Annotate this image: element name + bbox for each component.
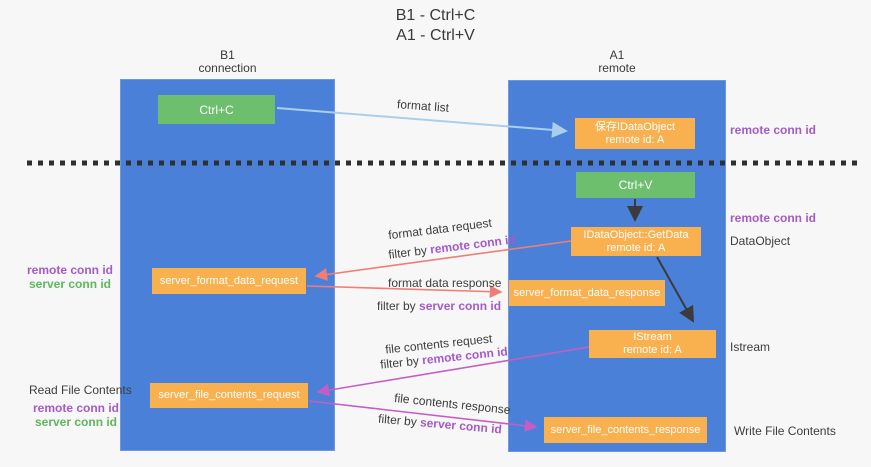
- server-file-contents-response-label: server_file_contents_response: [550, 423, 701, 436]
- ctrl-c-label: Ctrl+C: [199, 102, 234, 117]
- save-idataobject-node: 保存IDataObject remote id: A: [575, 118, 695, 149]
- format-data-response-label: format data response: [388, 276, 502, 290]
- remote-conn-id-label-bottom-left: remote conn id: [33, 401, 120, 415]
- left-bottom-conn-id-labels: remote conn id server conn id: [33, 401, 119, 429]
- filter-by-text: filter by: [379, 353, 423, 372]
- save-idataobject-line2: remote id: A: [605, 133, 665, 146]
- server-conn-id-filter-key: server conn id: [419, 299, 502, 313]
- left-column-header-line1: B1: [220, 48, 235, 62]
- title-line-1: B1 - Ctrl+C: [395, 7, 476, 24]
- diagram-title: B1 - Ctrl+C A1 - Ctrl+V: [0, 6, 871, 46]
- server-format-data-response-label: server_format_data_response: [513, 286, 661, 299]
- left-column-header: B1 connection: [120, 49, 335, 75]
- istream-line1: IStream: [633, 331, 672, 343]
- remote-conn-id-label-top-right: remote conn id: [730, 123, 817, 137]
- right-column-header-line1: A1: [609, 48, 625, 62]
- right-column-header-line2: remote: [598, 61, 636, 75]
- filter-by-text: filter by: [377, 299, 420, 313]
- title-line-2: A1 - Ctrl+V: [396, 27, 475, 44]
- filter-by-text: filter by: [387, 242, 432, 262]
- istream-side-label: Istream: [730, 340, 771, 354]
- save-idataobject-line1: 保存IDataObject: [594, 120, 676, 133]
- format-list-label: format list: [396, 97, 450, 115]
- istream-node: IStream remote id: A: [589, 330, 716, 358]
- idataobject-getdata-line1: IDataObject::GetData: [583, 228, 689, 241]
- server-file-contents-request-label: server_file_contents_request: [158, 389, 300, 401]
- left-column-header-line2: connection: [198, 61, 257, 75]
- server-conn-id-filter-key: server conn id: [419, 415, 503, 437]
- istream-line2: remote id: A: [623, 344, 682, 356]
- server-file-contents-request-node: server_file_contents_request: [150, 383, 308, 408]
- server-conn-id-label-bottom-left: server conn id: [34, 415, 118, 429]
- server-conn-id-label-mid-left: server conn id: [28, 277, 112, 291]
- file-contents-response-label: file contents response: [393, 390, 512, 418]
- ctrl-c-node: Ctrl+C: [158, 95, 275, 124]
- ctrl-v-label: Ctrl+V: [618, 178, 653, 192]
- write-file-contents-label: Write File Contents: [734, 424, 836, 438]
- dataobject-label: DataObject: [730, 234, 791, 248]
- ctrl-v-node: Ctrl+V: [576, 172, 695, 198]
- server-file-contents-response-node: server_file_contents_response: [544, 417, 707, 443]
- read-file-contents-label: Read File Contents: [29, 383, 132, 397]
- remote-conn-id-filter-key: remote conn id: [429, 232, 517, 257]
- idataobject-getdata-node: IDataObject::GetData remote id: A: [571, 227, 701, 256]
- idataobject-getdata-line2: remote id: A: [606, 241, 666, 254]
- remote-conn-id-label-mid-left: remote conn id: [27, 263, 114, 277]
- file-contents-response-filter-label: filter by server conn id: [378, 412, 503, 437]
- server-format-data-request-label: server_format_data_request: [159, 274, 299, 287]
- left-mid-conn-id-labels: remote conn id server conn id: [27, 263, 113, 291]
- server-format-data-request-node: server_format_data_request: [152, 268, 306, 294]
- remote-conn-id-label-mid-right: remote conn id: [730, 211, 817, 225]
- format-data-response-filter-label: filter by server conn id: [377, 299, 501, 313]
- server-format-data-response-node: server_format_data_response: [509, 280, 665, 306]
- filter-by-text: filter by: [377, 411, 421, 430]
- right-column-header: A1 remote: [508, 49, 726, 75]
